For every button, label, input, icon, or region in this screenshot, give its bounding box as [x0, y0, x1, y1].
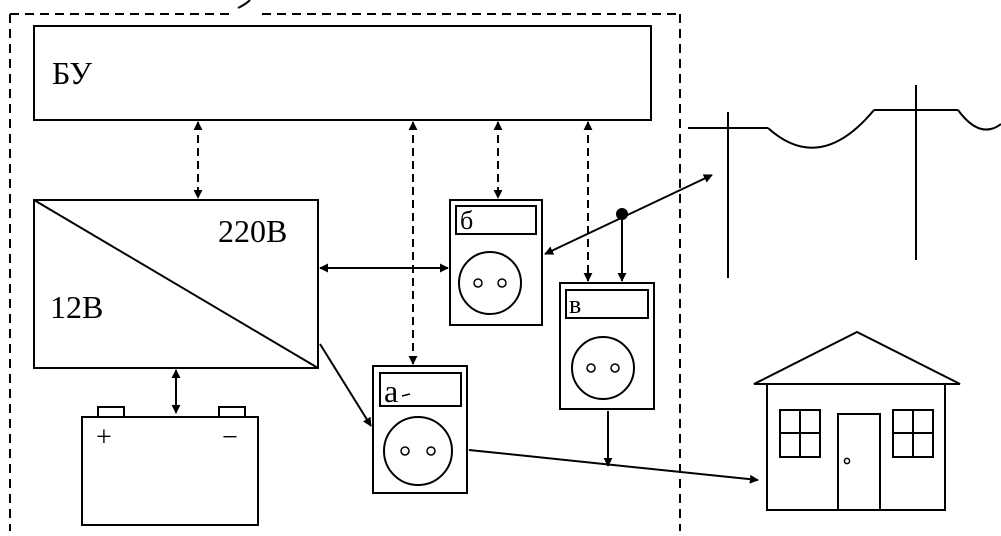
inverter-dc-label: 12В — [50, 289, 103, 325]
battery: + − — [81, 406, 259, 526]
meter-v: в — [559, 282, 655, 410]
power-grid — [688, 85, 1001, 278]
meter-v-label: в — [569, 290, 581, 319]
inverter-ac-label: 220В — [218, 213, 287, 249]
socket-v — [571, 336, 635, 400]
meter-b-label: б — [460, 206, 473, 235]
battery-plus-label: + — [96, 422, 112, 453]
socket-a — [383, 416, 453, 486]
system-boundary — [9, 0, 681, 531]
house — [753, 330, 961, 511]
junction-node — [616, 208, 628, 220]
power-links — [171, 174, 759, 484]
meter-b: б — [449, 199, 543, 326]
battery-minus-label: − — [222, 422, 238, 453]
socket-b — [458, 251, 522, 315]
meter-a-label: а — [384, 373, 398, 409]
inverter: 220В 12В — [33, 199, 319, 369]
meter-a: а — [372, 365, 468, 494]
control-unit: БУ — [33, 25, 652, 121]
control-unit-label: БУ — [52, 55, 92, 91]
